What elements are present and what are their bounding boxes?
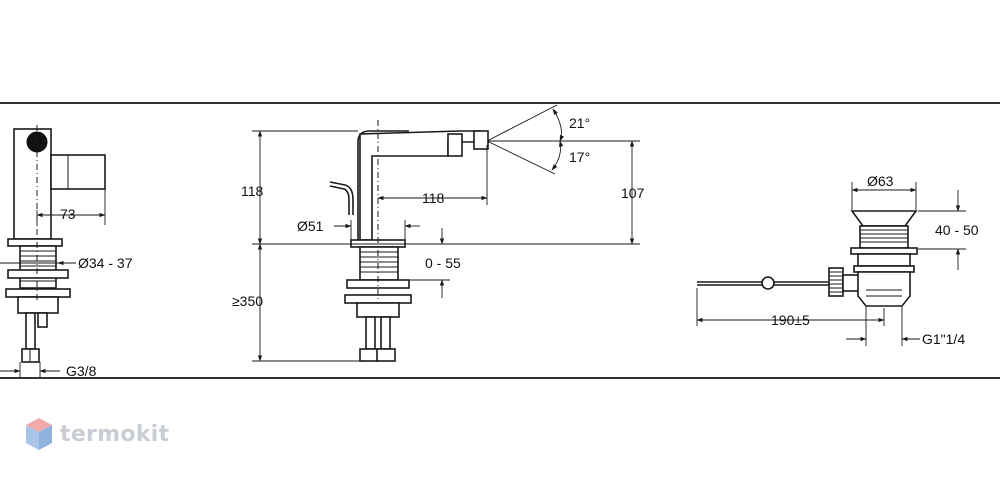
dim-reach-label: 73 — [60, 206, 76, 222]
side-view: 73 Ø34 - 37 G3/8 — [0, 125, 133, 379]
dim-angle-down-label: 17° — [569, 149, 590, 165]
dim-thread-label: G1"1/4 — [922, 331, 965, 347]
drain-view: Ø63 40 - 50 190±5 G1"1/4 — [696, 173, 979, 347]
dim-spout-reach-label: 118 — [422, 190, 445, 206]
dim-height-left-label: 118 — [241, 183, 264, 199]
dim-deck-thickness-label: 0 - 55 — [425, 255, 461, 271]
dim-rod-length-label: 190±5 — [771, 312, 810, 328]
dim-height-right-label: 107 — [621, 185, 645, 201]
cube-icon — [26, 418, 52, 450]
dim-connection-label: G3/8 — [66, 363, 97, 379]
dim-flange-diameter-label: Ø63 — [867, 173, 894, 189]
dim-angle-up-label: 21° — [569, 115, 590, 131]
front-view: 21° 17° 118 ≥35 — [232, 104, 645, 362]
watermark-logo: termokit — [24, 416, 169, 452]
watermark-brand: termokit — [60, 421, 170, 447]
dim-hose-length-label: ≥350 — [232, 293, 263, 309]
dim-base-diameter-label: Ø34 - 37 — [78, 255, 133, 271]
dim-adjust-range-label: 40 - 50 — [935, 222, 979, 238]
dim-body-diameter-label: Ø51 — [297, 218, 324, 234]
